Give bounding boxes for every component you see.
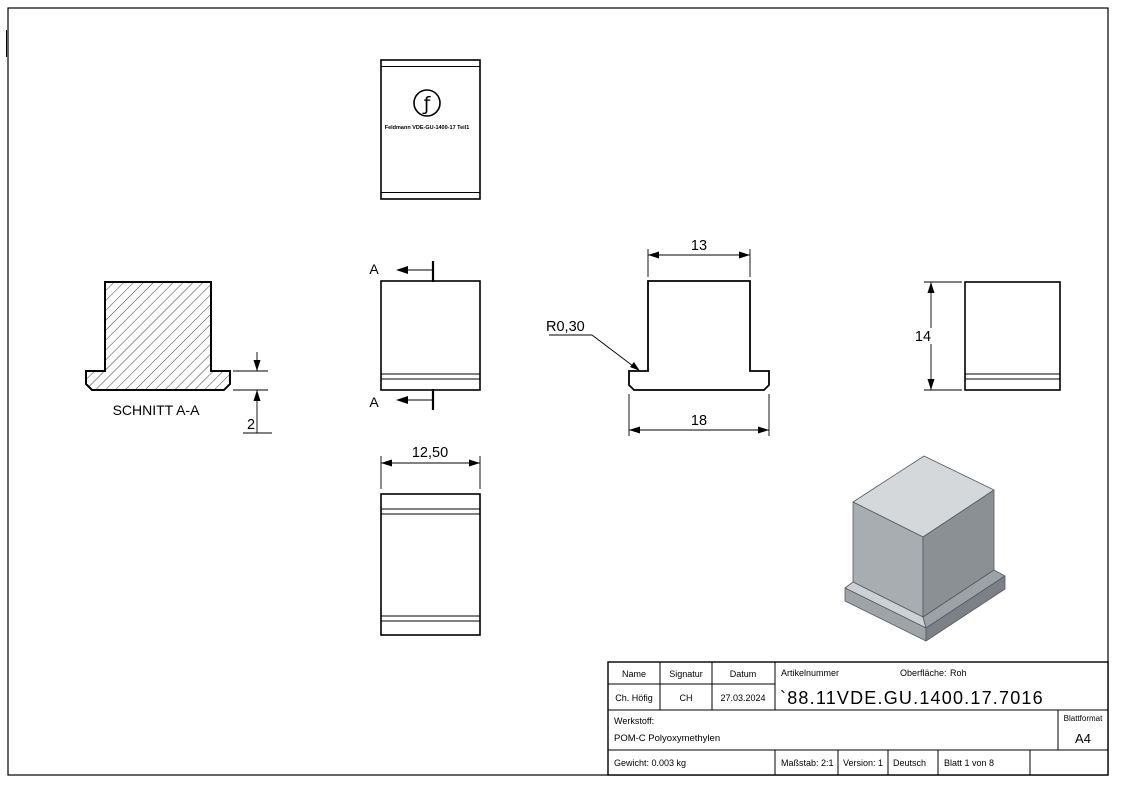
artikelnummer-value: `88.11VDE.GU.1400.17.7016 bbox=[780, 688, 1044, 708]
engraving-text: Feldmann VDE-GU-1400-17 Teil1 bbox=[385, 125, 470, 131]
view-profile: 13 18 R0,30 bbox=[546, 238, 770, 436]
profile-outline bbox=[628, 280, 770, 391]
radius-callout: R0,30 bbox=[546, 319, 640, 371]
blattformat-label: Blattformat bbox=[1064, 714, 1103, 723]
section-profile-hatched bbox=[85, 281, 231, 391]
section-cut-mark-top: A bbox=[369, 261, 435, 282]
view-right: 14 bbox=[909, 281, 1061, 391]
dim-height: 14 bbox=[909, 281, 962, 391]
view-front: A A bbox=[369, 261, 481, 410]
oberflaeche-label: Oberfläche: bbox=[900, 668, 947, 678]
massstab-value: Maßstab: 2:1 bbox=[781, 758, 834, 768]
dim-14-label: 14 bbox=[915, 329, 931, 345]
value-signatur: CH bbox=[680, 693, 693, 703]
werkstoff-label: Werkstoff: bbox=[614, 716, 654, 726]
section-label: SCHNITT A-A bbox=[113, 402, 201, 418]
dim-base-width: 18 bbox=[628, 394, 770, 436]
oberflaeche-value: Roh bbox=[950, 668, 967, 678]
cut-label-top: A bbox=[369, 261, 379, 277]
iso-flange-right-face bbox=[925, 575, 1006, 642]
dim-18-label: 18 bbox=[691, 413, 707, 429]
blattformat-value: A4 bbox=[1075, 731, 1091, 746]
dim-top-width: 13 bbox=[647, 238, 751, 277]
view-top: ƒ Feldmann VDE-GU-1400-17 Teil1 bbox=[380, 59, 481, 200]
value-name: Ch. Höfig bbox=[615, 693, 653, 703]
blatt-value: Blatt 1 von 8 bbox=[944, 758, 994, 768]
sprache-value: Deutsch bbox=[893, 758, 926, 768]
cut-label-bottom: A bbox=[369, 394, 379, 410]
dim-13-label: 13 bbox=[691, 238, 707, 254]
view-bottom: 12,50 bbox=[380, 445, 481, 636]
radius-label: R0,30 bbox=[546, 319, 585, 335]
view-section: SCHNITT A-A 2 bbox=[85, 281, 272, 434]
section-cut-mark-bottom: A bbox=[369, 389, 435, 410]
col-header-signatur: Signatur bbox=[669, 669, 703, 679]
title-block: Name Signatur Datum Ch. Höfig CH 27.03.2… bbox=[607, 661, 1109, 776]
frame bbox=[6, 7, 1109, 776]
feldmann-logo-icon bbox=[413, 89, 441, 117]
logo-glyph: ƒ bbox=[422, 93, 432, 115]
dim-1250-label: 12,50 bbox=[412, 445, 448, 461]
dim-flange-thickness: 2 bbox=[233, 352, 272, 434]
werkstoff-value: POM-C Polyoxymethylen bbox=[614, 733, 720, 744]
col-header-datum: Datum bbox=[730, 669, 757, 679]
view-isometric bbox=[844, 455, 1006, 642]
gewicht-value: Gewicht: 0.003 kg bbox=[614, 758, 686, 768]
version-value: Version: 1 bbox=[843, 758, 883, 768]
dim-2-label: 2 bbox=[247, 417, 255, 433]
col-header-name: Name bbox=[622, 669, 646, 679]
artikelnummer-label: Artikelnummer bbox=[781, 668, 839, 678]
dim-depth: 12,50 bbox=[380, 445, 481, 489]
value-datum: 27.03.2024 bbox=[720, 693, 765, 703]
